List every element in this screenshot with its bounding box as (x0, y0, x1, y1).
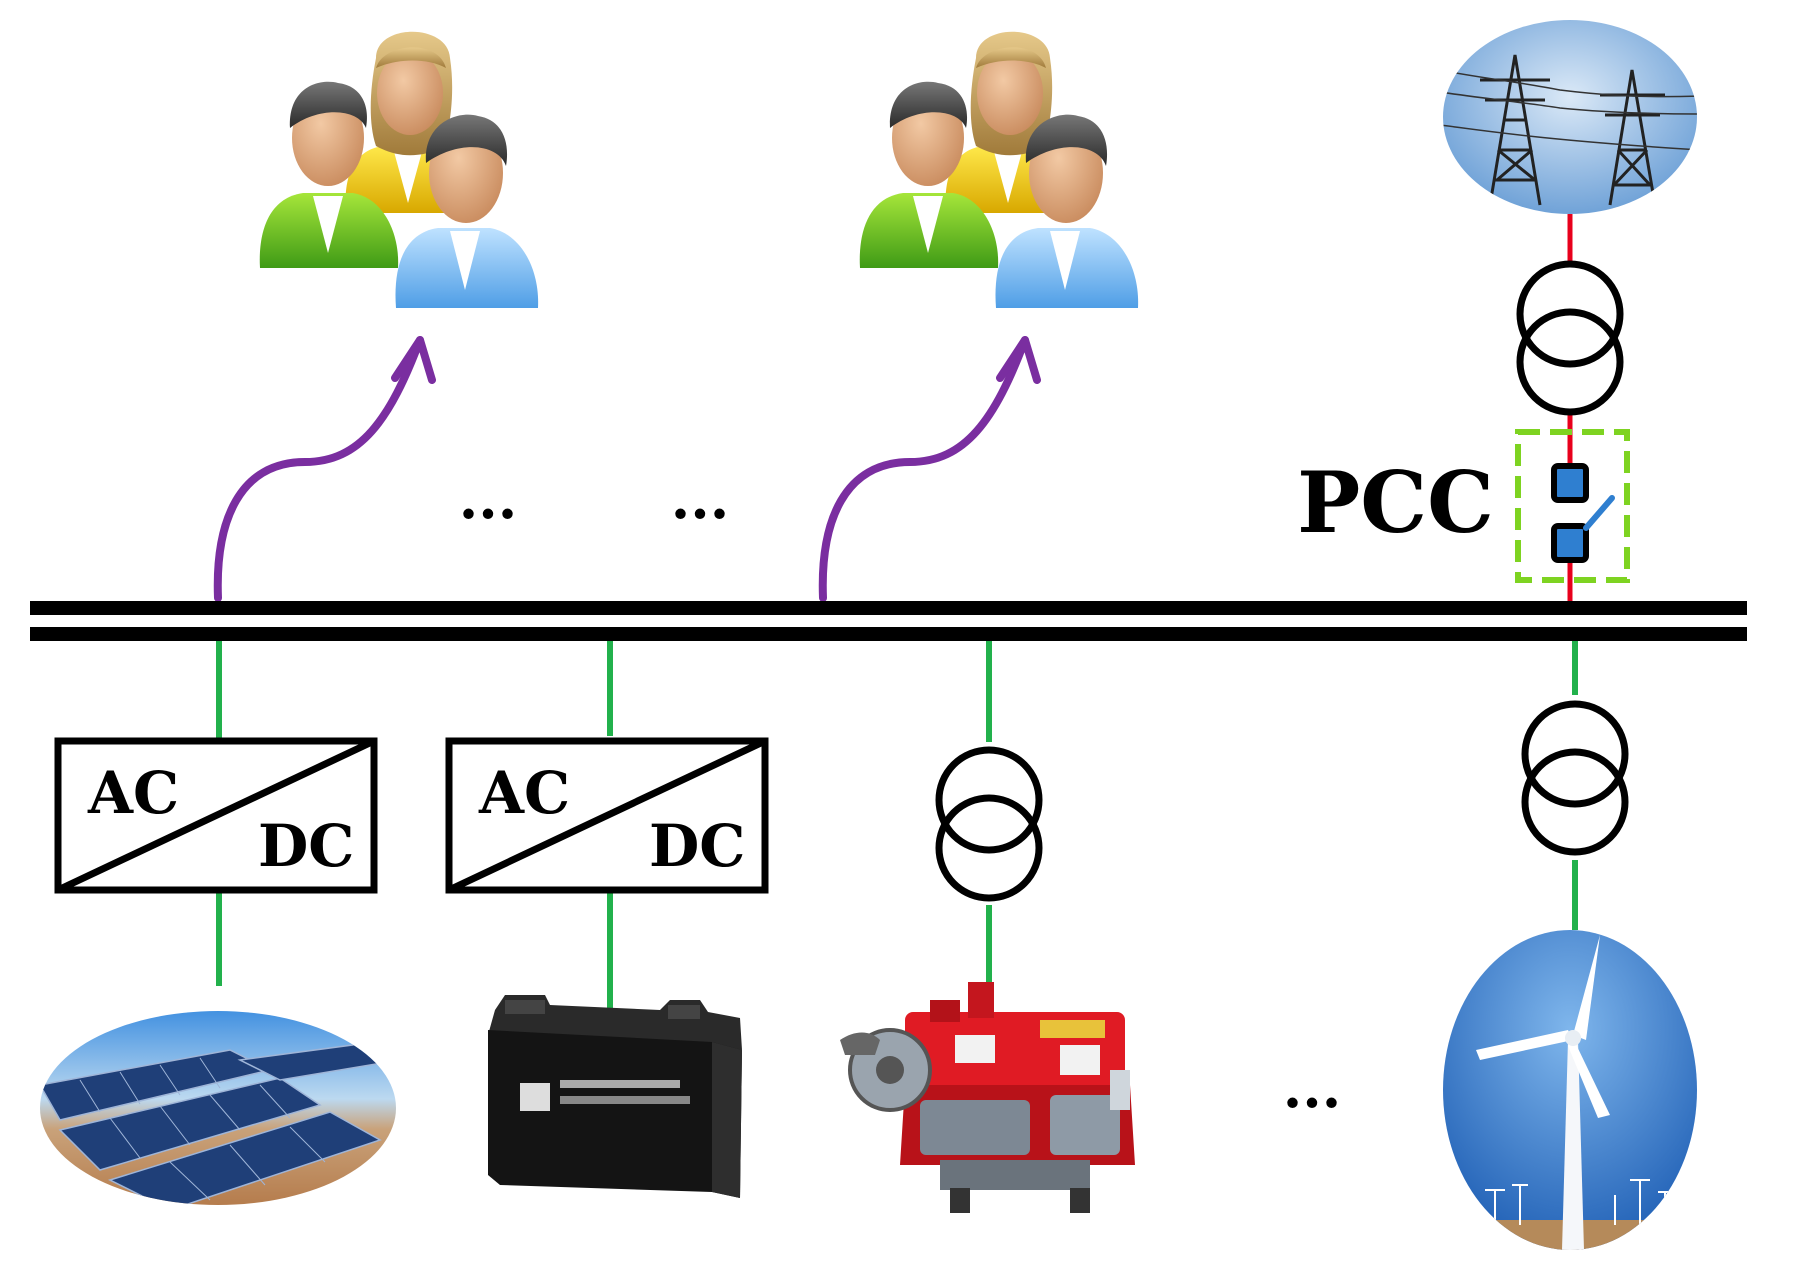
purple-arrow (213, 336, 436, 602)
converter-ac-label: AC (478, 759, 570, 827)
transmission-tower-icon (1443, 20, 1697, 214)
pcc-label: PCC (1297, 453, 1494, 552)
converter-ac-label: AC (87, 759, 179, 827)
acdc-converter: AC DC (54, 737, 378, 894)
transformer-icon (939, 750, 1039, 898)
ellipsis-text: ... (671, 466, 730, 532)
solar-panel-icon (40, 1011, 396, 1205)
purple-arrow (818, 336, 1041, 602)
breaker-switch-icon (1551, 463, 1615, 563)
converter-dc-label: DC (649, 812, 745, 880)
transformer-icon (1520, 264, 1620, 412)
converter-dc-label: DC (258, 812, 354, 880)
ellipsis-text: ... (459, 466, 518, 532)
ellipsis-text: ... (1283, 1055, 1342, 1121)
feeder-lines (216, 641, 1578, 1010)
load-group-icon (259, 31, 539, 308)
bus-bar-bottom (30, 627, 1747, 641)
transformer-icon (1525, 704, 1625, 852)
acdc-converter: AC DC (445, 737, 769, 894)
load-group-icon (859, 31, 1139, 308)
bus-bar-top (30, 601, 1747, 615)
diesel-generator-icon (840, 982, 1135, 1213)
wind-turbine-icon (1443, 930, 1697, 1250)
battery-icon (488, 995, 742, 1198)
